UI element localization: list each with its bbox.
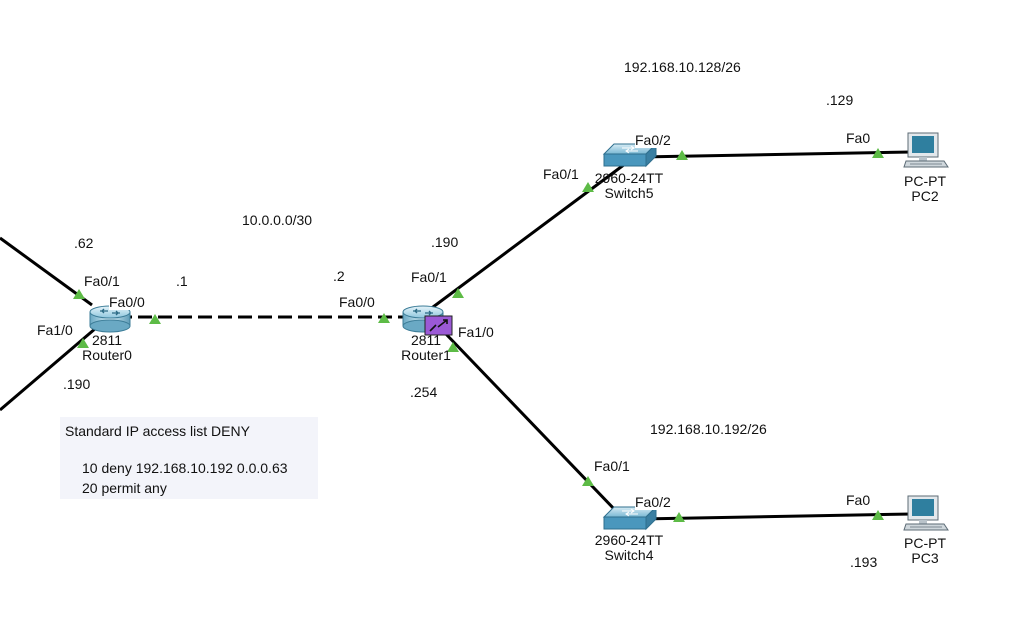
address-pc3: .193 [850,554,878,570]
router1-name: Router1 [401,347,451,363]
port-indicators [73,148,884,522]
port-up-icon [673,512,685,522]
pc3-label: PC-PT PC3 [895,536,955,566]
port-label-pc3-fa0: Fa0 [846,492,871,508]
port-label-switch4-fa01: Fa0/1 [594,458,630,474]
address-router1-fa01: .190 [431,234,459,250]
switch4-model: 2960-24TT [594,532,664,548]
router1-model: 2811 [410,332,442,348]
router0-model: 2811 [91,332,123,348]
acl-rule-20: 20 permit any [82,480,167,496]
port-up-icon [73,289,85,299]
acl-title: Standard IP access list DENY [65,423,250,439]
switch5-label: 2960-24TT Switch5 [584,171,674,201]
port-label-router0-fa01: Fa0/1 [84,273,120,289]
port-up-icon [447,342,459,352]
port-label-router1-fa01: Fa0/1 [411,269,447,285]
pc3-model: PC-PT [904,535,946,551]
subnet-lan-top: 192.168.10.128/26 [624,59,741,75]
port-up-icon [872,148,884,158]
pc2-model: PC-PT [904,173,946,189]
subnet-wan: 10.0.0.0/30 [242,212,313,228]
subnet-lan-bottom: 192.168.10.192/26 [650,421,767,437]
switch5-model: 2960-24TT [594,170,664,186]
pc3-icon[interactable] [903,495,949,531]
address-router1-fa00: .2 [333,268,345,284]
address-pc2: .129 [826,92,854,108]
pc3-name: PC3 [911,550,939,566]
port-label-pc2-fa0: Fa0 [846,130,871,146]
port-label-router1-fa00: Fa0/0 [339,294,375,310]
port-label-router0-fa10: Fa1/0 [37,322,73,338]
port-up-icon [77,338,89,348]
router0-label: 2811 Router0 [77,333,137,363]
port-up-icon [676,150,688,160]
port-up-icon [149,314,161,324]
firewall-module-icon [424,315,453,336]
port-label-switch5-fa01: Fa0/1 [543,166,579,182]
address-router0-fa01: .62 [74,235,94,251]
pc2-label: PC-PT PC2 [895,174,955,204]
port-up-icon [452,288,464,298]
address-router0-fa00: .1 [176,273,188,289]
router0-name: Router0 [82,347,132,363]
port-label-router0-fa00: Fa0/0 [109,294,145,310]
address-router0-fa10: .190 [63,376,91,392]
router0-icon[interactable] [89,305,131,333]
port-up-icon [872,510,884,520]
router1-label: 2811 Router1 [394,333,458,363]
port-label-router1-fa10: Fa1/0 [458,324,494,340]
port-up-icon [582,476,594,486]
pc2-icon[interactable] [903,132,949,168]
port-label-switch4-fa02: Fa0/2 [635,494,671,510]
port-up-icon [378,313,390,323]
port-up-icon [582,182,594,192]
switch4-icon[interactable] [602,505,658,531]
port-label-switch5-fa02: Fa0/2 [635,132,671,148]
pc2-name: PC2 [911,188,939,204]
link-switch4-pc3[interactable] [639,512,913,521]
acl-rule-10: 10 deny 192.168.10.192 0.0.0.63 [82,460,288,476]
acl-note[interactable]: Standard IP access list DENY 10 deny 192… [60,417,318,499]
link-router0-offscreen-bottom[interactable] [0,326,97,412]
switch4-name: Switch4 [604,547,654,563]
address-router1-fa10: .254 [410,384,438,400]
switch4-label: 2960-24TT Switch4 [584,533,674,563]
switch5-name: Switch5 [604,185,654,201]
